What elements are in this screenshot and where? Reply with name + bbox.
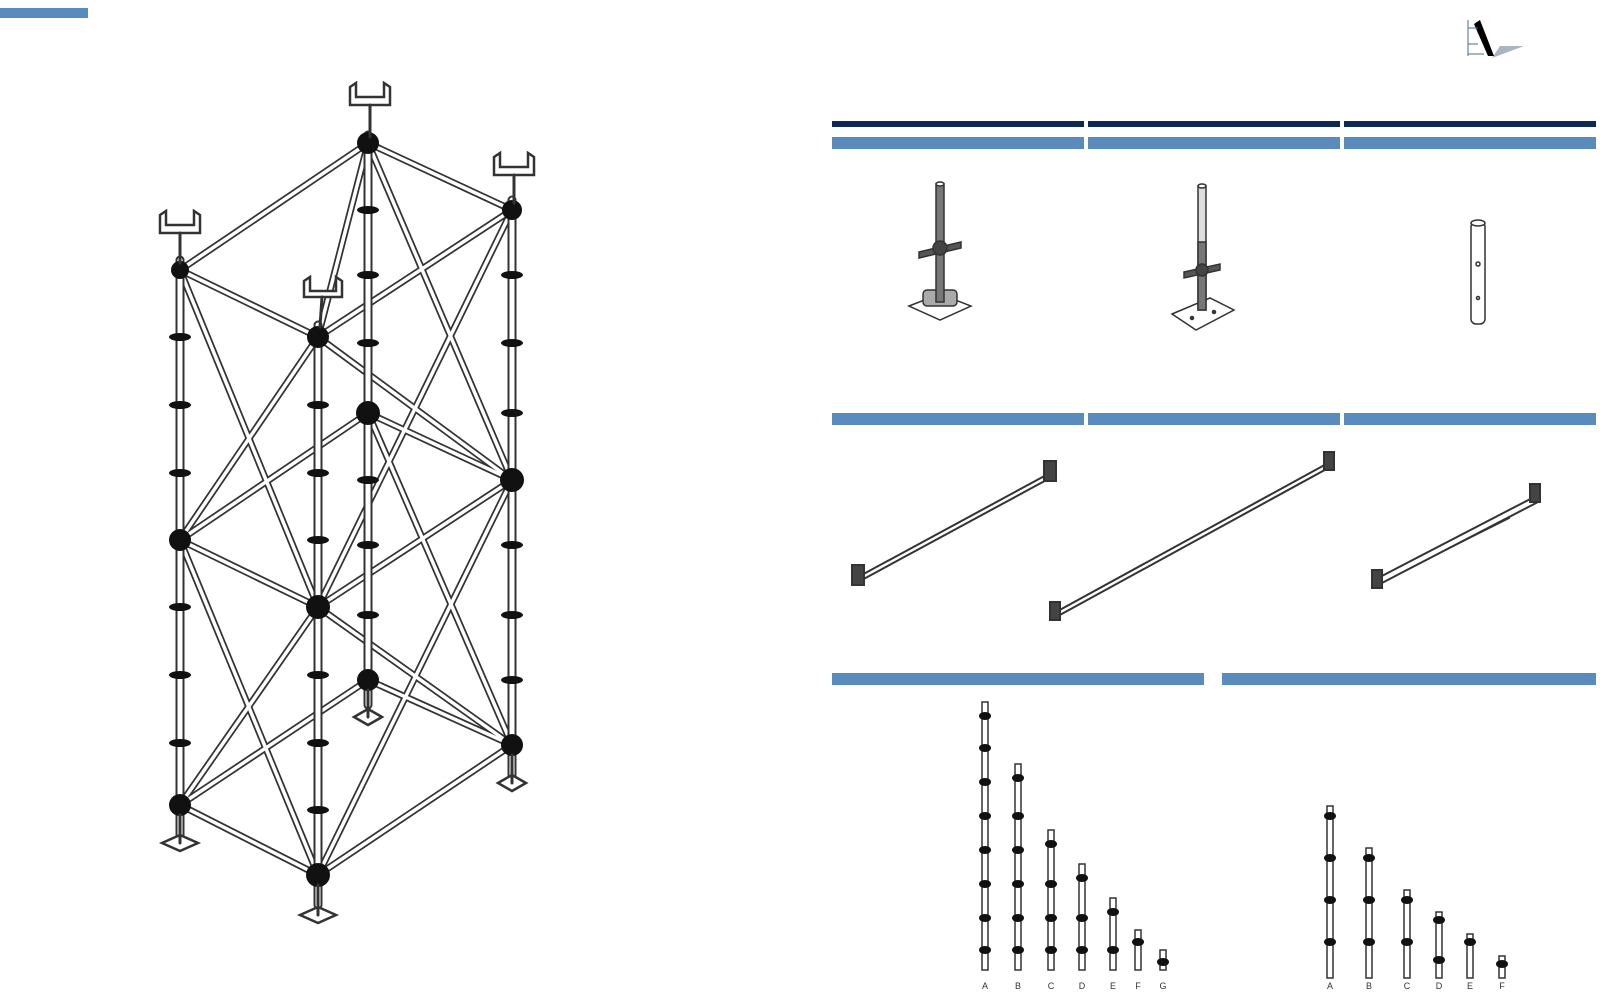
brand-logo <box>1467 20 1524 58</box>
short-standard-label-c: C <box>1403 981 1411 991</box>
ledger-illustration <box>851 460 1057 586</box>
standard-label-e: E <box>1109 981 1117 991</box>
scaffold-tower-illustration <box>158 80 536 925</box>
short-standard-label-d: D <box>1435 981 1443 991</box>
standard-label-d: D <box>1078 981 1086 991</box>
diagonal-brace-illustration <box>1371 483 1541 589</box>
spigot-illustration <box>1470 219 1486 325</box>
section-rule-2 <box>1088 121 1340 127</box>
section-rule-3 <box>1344 121 1596 127</box>
standard-label-b: B <box>1014 981 1022 991</box>
short-standards-illustration <box>1324 805 1508 979</box>
header-bar-5 <box>1088 413 1340 425</box>
swivel-jack-illustration <box>907 181 973 321</box>
header-bar-8 <box>1222 673 1596 685</box>
header-bar-2 <box>1088 137 1340 149</box>
header-bar-7 <box>832 673 1204 685</box>
base-jack-illustration <box>1170 183 1236 331</box>
section-rule-1 <box>832 121 1084 127</box>
short-standard-label-e: E <box>1466 981 1474 991</box>
standard-label-a: A <box>981 981 989 991</box>
standard-label-c: C <box>1047 981 1055 991</box>
short-standard-label-b: B <box>1365 981 1373 991</box>
header-bar-4 <box>832 413 1084 425</box>
header-bar-3 <box>1344 137 1596 149</box>
standard-label-g: G <box>1159 981 1167 991</box>
standard-label-f: F <box>1135 981 1141 991</box>
short-standard-label-a: A <box>1326 981 1334 991</box>
standards-illustration <box>979 701 1169 971</box>
corner-accent-bar <box>0 8 88 18</box>
header-bar-1 <box>832 137 1084 149</box>
long-ledger-illustration <box>1049 451 1335 621</box>
short-standard-label-f: F <box>1499 981 1505 991</box>
header-bar-6 <box>1344 413 1596 425</box>
